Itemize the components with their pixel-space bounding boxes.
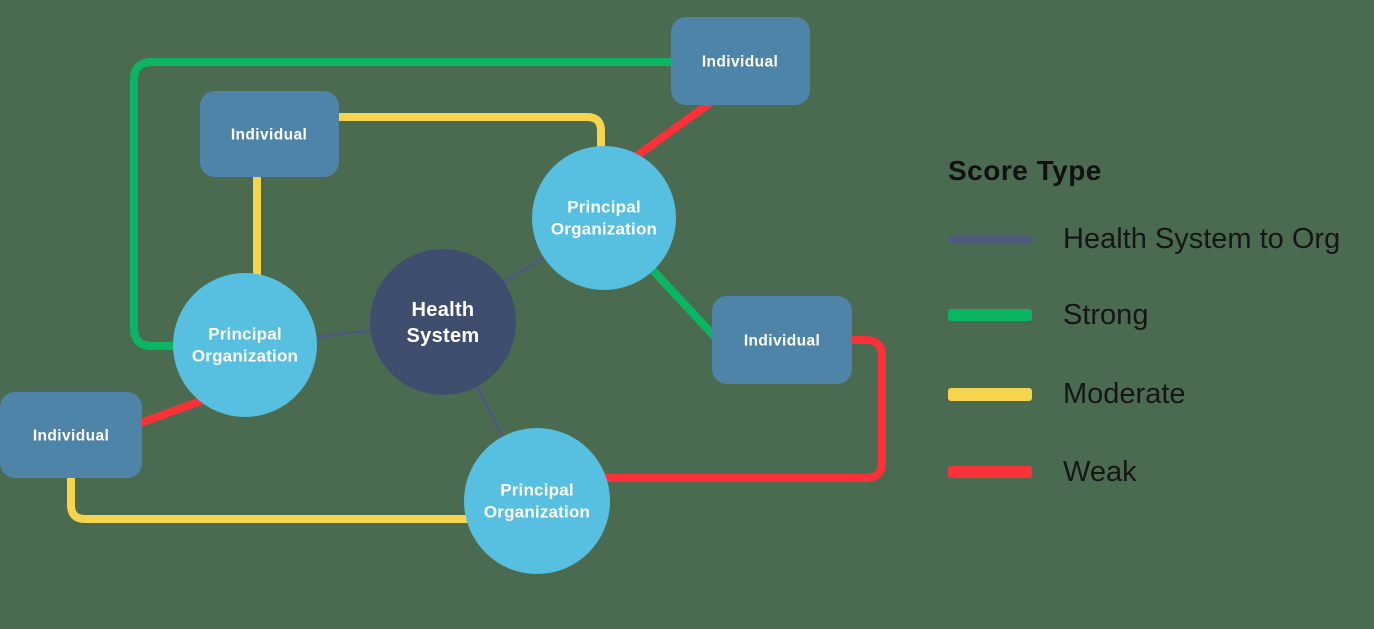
individual-top-left-label: Individual <box>231 127 307 144</box>
health-system-label-line1: Health <box>412 299 475 321</box>
edge-strong-po-left-to-individual-top-right <box>130 58 745 350</box>
po-top-label-line2: Organization <box>551 220 657 239</box>
node-individual-top-right <box>671 17 810 105</box>
po-top-label-line1: Principal <box>567 198 641 217</box>
po-bottom-label-line2: Organization <box>484 503 590 522</box>
node-principal-organization-bottom <box>464 428 610 574</box>
node-label-group: Health System Principal Organization Pri… <box>33 54 820 522</box>
node-group <box>0 17 852 574</box>
node-individual-bottom-left <box>0 392 142 478</box>
edge-moderate-individual-top-left-to-po-top <box>306 113 605 174</box>
node-health-system <box>370 249 516 395</box>
po-left-label-line2: Organization <box>192 347 298 366</box>
edge-moderate-individual-bottom-left-to-po-bottom <box>67 446 509 523</box>
po-bottom-label-line1: Principal <box>500 481 574 500</box>
node-principal-organization-left <box>173 273 317 417</box>
edge-weak-individual-right-to-po-bottom <box>561 336 886 482</box>
individual-bottom-left-label: Individual <box>33 428 109 445</box>
node-individual-right <box>712 296 852 384</box>
individual-right-label: Individual <box>744 333 820 350</box>
node-individual-top-left <box>200 91 339 177</box>
health-system-label-line2: System <box>407 325 480 347</box>
po-left-label-line1: Principal <box>208 325 282 344</box>
node-principal-organization-top <box>532 146 676 290</box>
individual-top-right-label: Individual <box>702 54 778 71</box>
